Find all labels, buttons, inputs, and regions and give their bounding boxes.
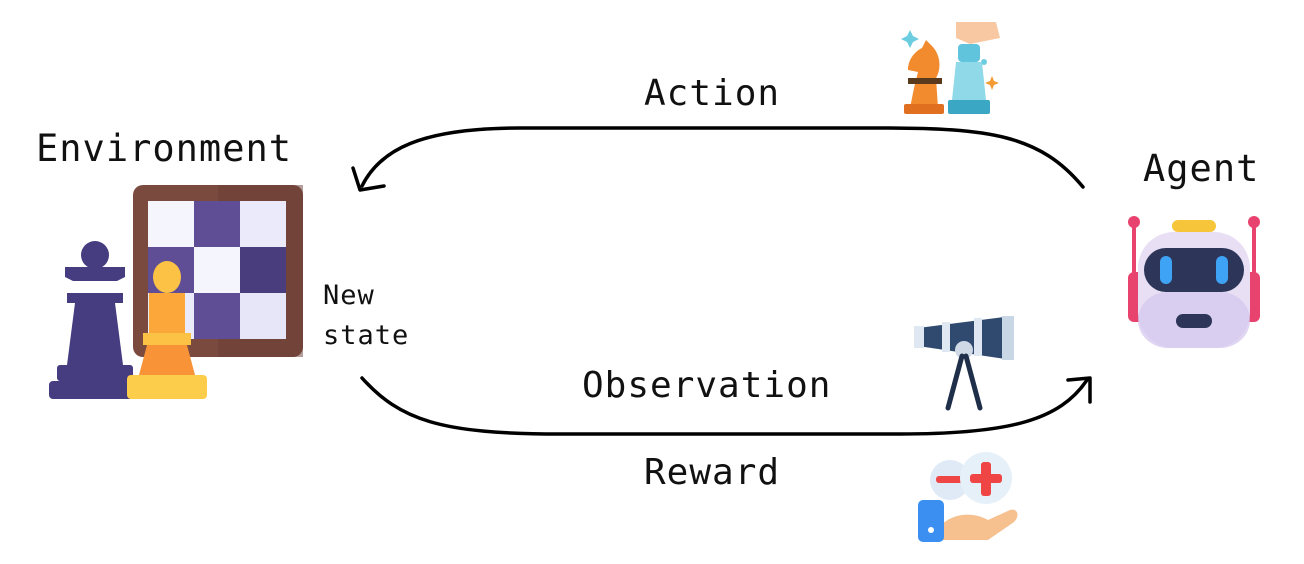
observation-arrowhead	[1066, 376, 1092, 404]
new-state-label: New state	[323, 276, 409, 356]
new-state-line-1: New	[323, 280, 375, 311]
robot-head-icon	[1128, 216, 1260, 348]
chess-move-icon	[901, 22, 1000, 114]
pawn-piece	[127, 261, 207, 399]
new-state-line-2: state	[323, 320, 410, 351]
chess-board-icon	[49, 185, 303, 399]
environment-label: Environment	[36, 127, 293, 170]
action-label: Action	[644, 73, 781, 114]
action-arrowhead	[351, 166, 386, 192]
observation-label: Observation	[582, 365, 832, 406]
observation-arrow	[360, 376, 1089, 436]
telescope-icon	[914, 316, 1014, 411]
king-piece	[49, 241, 141, 399]
action-arrow	[360, 126, 1085, 189]
agent-label: Agent	[1143, 147, 1260, 190]
plus-minus-hand-icon	[918, 452, 1018, 542]
reward-label: Reward	[644, 452, 781, 493]
